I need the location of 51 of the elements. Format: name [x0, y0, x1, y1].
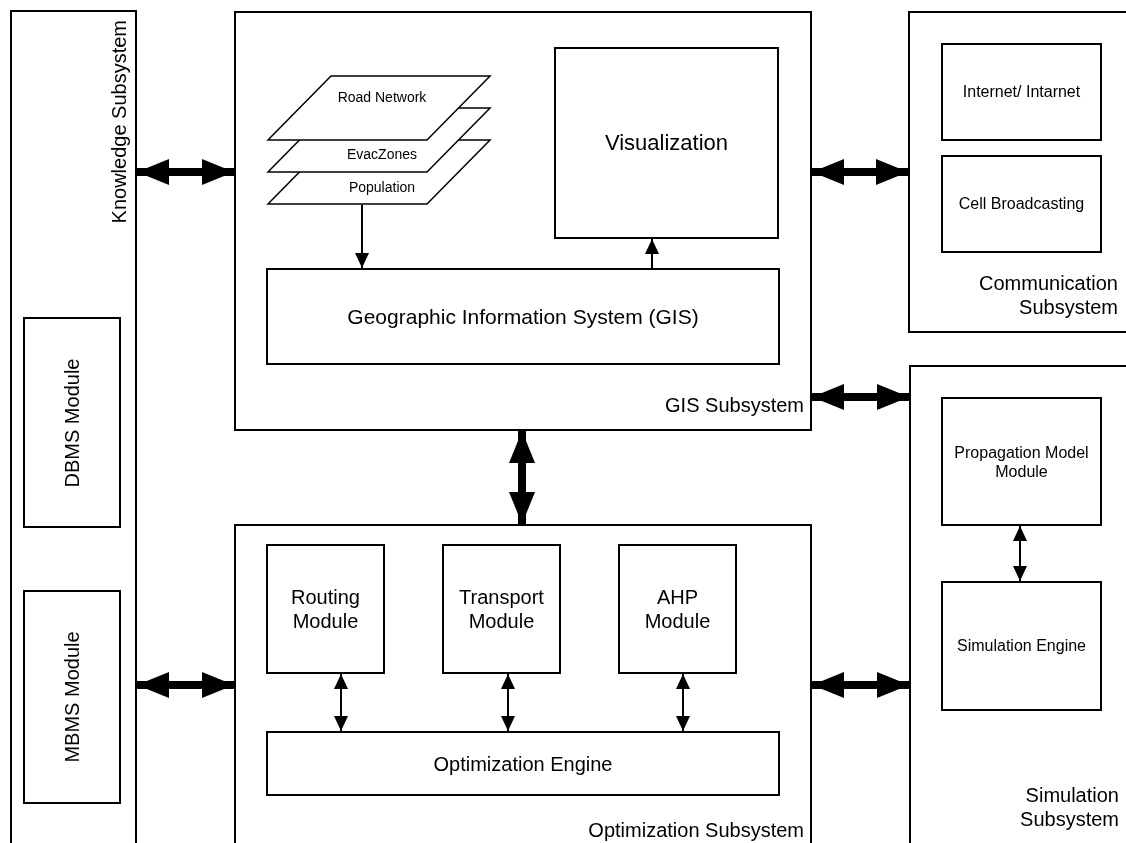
label-text: Geographic Information System (GIS) [346, 303, 700, 330]
module-box [941, 581, 1102, 711]
label-text: Routing Module [290, 585, 361, 633]
label-text: Transport Module [458, 585, 545, 633]
module-box [941, 155, 1102, 253]
module-box [266, 544, 385, 674]
label-text: DBMS Module [60, 358, 84, 487]
subsystem-panel [234, 524, 812, 843]
module-box [618, 544, 737, 674]
label-text: Internet/ Intarnet [961, 82, 1082, 102]
system-box [266, 268, 780, 365]
label-text: AHP Module [643, 585, 712, 633]
label-text: Road Network [336, 89, 428, 106]
module-box [554, 47, 779, 239]
label-text: Knowledge Subsystem [107, 20, 131, 224]
double-arrow [812, 384, 909, 410]
map-layer [267, 75, 491, 141]
module-box [442, 544, 561, 674]
module-box [23, 317, 121, 528]
subsystem-panel [234, 11, 812, 431]
subsystem-panel [10, 10, 137, 843]
label-text: Optimization Engine [432, 751, 614, 776]
double-arrow [137, 159, 234, 185]
double-arrow [334, 673, 348, 732]
module-box [941, 397, 1102, 526]
label-text: Visualization [603, 129, 730, 157]
label-text: Communication Subsystem [978, 271, 1118, 319]
module-box [941, 43, 1102, 141]
double-arrow [812, 672, 909, 698]
double-arrow [676, 673, 690, 732]
subsystem-panel [909, 365, 1126, 843]
module-box [23, 590, 121, 804]
label-text: Optimization Subsystem [588, 818, 804, 842]
label-text: EvacZones [345, 146, 418, 163]
label-text: Propagation Model Module [953, 442, 1090, 481]
map-layer [267, 139, 491, 205]
engine-box [266, 731, 780, 796]
label-text: Simulation Engine [956, 636, 1087, 656]
subsystem-panel [908, 11, 1126, 333]
double-arrow [137, 672, 234, 698]
double-arrow [1013, 525, 1027, 582]
label-text: Cell Broadcasting [957, 194, 1086, 214]
double-arrow [812, 159, 908, 185]
double-arrow [501, 673, 515, 732]
label-text: Population [347, 179, 417, 196]
label-text: GIS Subsystem [665, 393, 804, 417]
label-text: MBMS Module [60, 631, 84, 763]
arrow [645, 238, 659, 269]
label-text: Simulation Subsystem [1019, 783, 1119, 831]
arrow [355, 204, 369, 269]
double-arrow [509, 431, 535, 524]
